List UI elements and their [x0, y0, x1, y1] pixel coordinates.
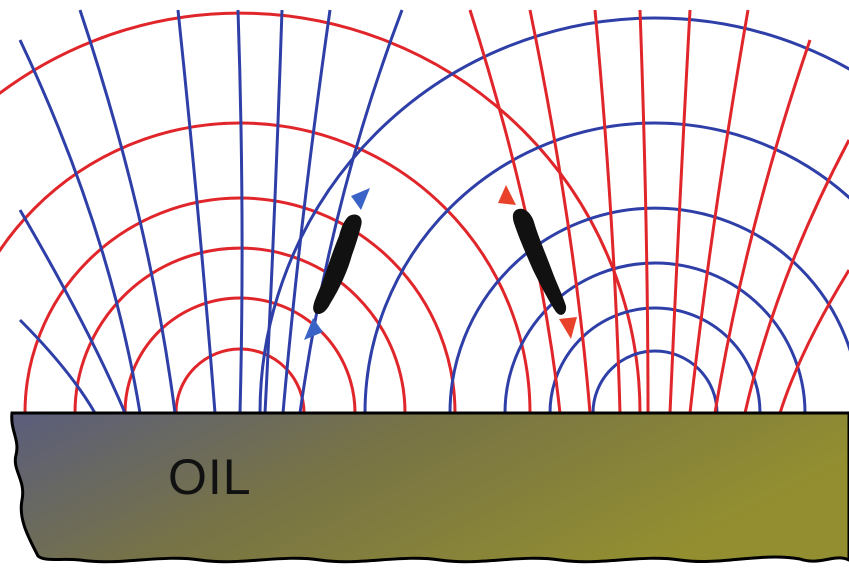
red-field-ray — [778, 269, 849, 414]
blue-field-ray — [281, 9, 332, 414]
red-field-arc — [0, 11, 642, 414]
red-field-arc — [73, 246, 407, 414]
red-field-ray — [638, 9, 650, 414]
blue-field-ray — [18, 318, 97, 414]
inward-arrows-icon — [304, 188, 370, 340]
person-silhouette-icon — [512, 208, 567, 315]
blue-field-ray — [298, 9, 404, 414]
blue-field-ray — [18, 39, 142, 414]
field-lines — [0, 9, 849, 414]
oil-reservoir — [10, 411, 849, 564]
blue-field-ray — [263, 9, 284, 414]
blue-field-arc — [503, 261, 807, 414]
blue-field-arc — [258, 16, 849, 414]
blue-field-arc — [448, 206, 849, 414]
outward-arrows-icon — [498, 185, 577, 339]
red-field-ray — [593, 9, 622, 414]
red-field-ray — [713, 39, 812, 414]
left-figure — [313, 214, 362, 314]
red-field-ray — [688, 9, 750, 414]
red-field-ray — [528, 9, 592, 414]
red-field-arc — [123, 296, 357, 414]
red-field-ray — [743, 139, 849, 414]
blue-field-ray — [18, 209, 127, 414]
blue-field-ray — [78, 9, 177, 414]
red-field-arc — [23, 196, 457, 414]
blue-field-arc — [548, 306, 762, 414]
blue-field-ray — [176, 9, 217, 414]
blue-field-arc — [591, 349, 719, 414]
right-figure — [512, 208, 567, 315]
oil-label: OIL — [168, 449, 252, 505]
red-field-ray — [668, 9, 692, 414]
blue-field-ray — [236, 9, 244, 414]
blue-field-arc — [363, 121, 849, 414]
person-silhouette-icon — [313, 214, 362, 314]
